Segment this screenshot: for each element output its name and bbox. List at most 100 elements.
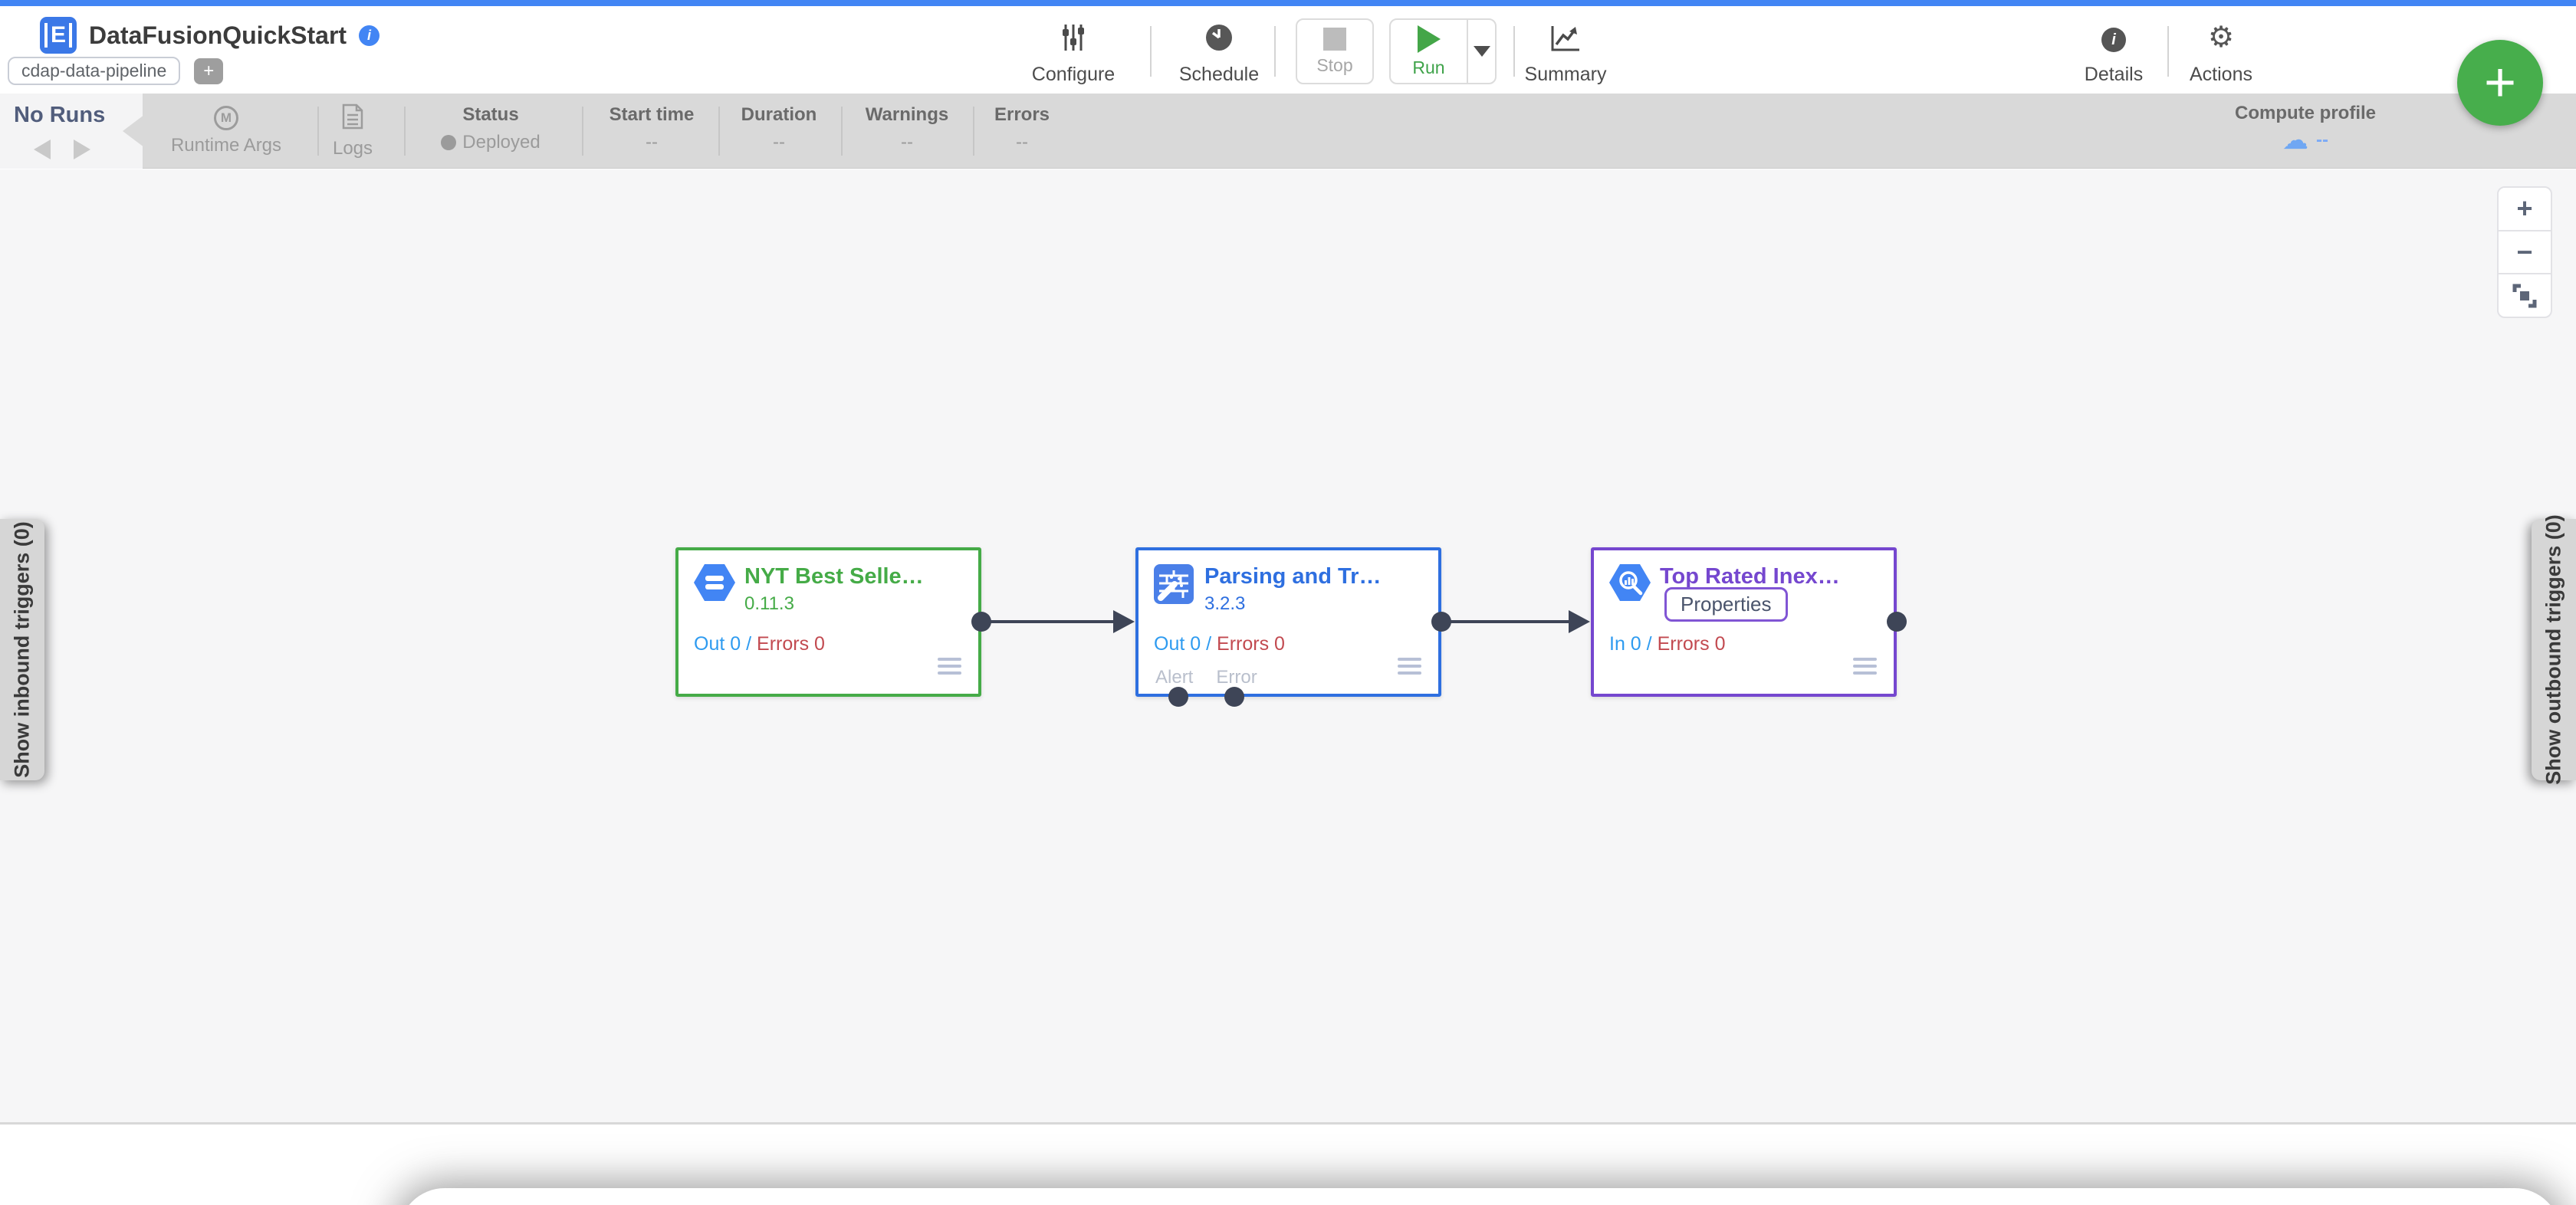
sliders-icon [1060,20,1087,52]
caret-down-icon [1473,46,1490,57]
configure-button[interactable]: Configure [1020,20,1127,86]
zoom-controls: + − [2497,186,2552,318]
info-circle-icon: i [2101,20,2126,52]
divider [2167,26,2169,77]
errors-metric[interactable]: Errors 0 [1217,633,1285,655]
connection-line [981,620,1116,623]
out-metric[interactable]: Out 0 [694,633,741,655]
schedule-button[interactable]: Schedule [1165,20,1273,86]
pipeline-type-tag: cdap-data-pipeline [8,57,181,85]
output-port[interactable] [1887,612,1907,632]
gcs-source-icon [694,564,735,605]
details-label: Details [2084,64,2144,85]
page-title: DataFusionQuickStart [89,21,347,49]
in-metric[interactable]: In 0 [1609,633,1641,655]
error-port[interactable] [1224,687,1244,707]
port-labels: Alert Error [1155,667,1257,688]
runs-count-label: No Runs [14,103,106,127]
duration-column: Duration -- [725,94,833,169]
inbound-triggers-tab[interactable]: Show inbound triggers (0) [0,519,44,780]
node-menu-button[interactable] [938,658,961,675]
cloud-icon: ☁ [2282,126,2308,155]
node-title: Top Rated Inex… [1660,564,1840,589]
zoom-in-button[interactable]: + [2516,192,2533,225]
run-button-group: Run [1389,18,1497,84]
divider [1150,26,1152,77]
out-metric[interactable]: Out 0 [1154,633,1201,655]
node-metrics: Out 0 / Errors 0 [1154,633,1285,655]
run-label: Run [1412,57,1445,77]
divider [973,107,974,156]
status-dot [441,135,457,150]
bigquery-sink-icon [1609,564,1651,605]
status-value: Deployed [462,132,540,153]
node-title: NYT Best Selle… [744,564,924,589]
actions-button[interactable]: ⚙ Actions [2171,20,2271,86]
output-port[interactable] [1431,612,1451,632]
next-run-button[interactable] [74,140,90,159]
bottom-panel-shadow [399,1188,2561,1205]
info-icon[interactable]: i [359,25,380,46]
warnings-value: -- [901,132,913,153]
compute-profile[interactable]: Compute profile ☁ -- [2221,94,2390,169]
connection-arrow [1113,610,1135,633]
gear-icon: ⚙ [2207,21,2235,54]
previous-run-button[interactable] [34,140,51,159]
add-entity-button[interactable]: + [2457,40,2543,126]
run-status-bar: No Runs M Runtime Args Logs [0,94,2576,169]
warnings-header: Warnings [865,104,949,125]
status-column: Status Deployed [437,94,544,169]
duration-value: -- [773,132,785,153]
alert-port-label: Alert [1155,667,1194,688]
play-icon [1417,25,1441,53]
m-circle-icon: M [214,106,238,130]
run-options-button[interactable] [1468,20,1495,83]
node-title: Parsing and Tr… [1204,564,1382,589]
details-button[interactable]: i Details [2064,20,2164,86]
summary-button[interactable]: Summary [1504,20,1627,86]
node-menu-button[interactable] [1853,658,1877,675]
divider [718,107,720,156]
errors-column: Errors -- [968,94,1076,169]
runtime-args-button[interactable]: M Runtime Args [165,94,288,169]
start-time-header: Start time [609,104,695,125]
logo-letter: E [50,22,66,48]
output-port[interactable] [971,612,991,632]
compute-profile-header: Compute profile [2235,103,2376,123]
top-accent-strip [0,0,2576,6]
node-transform[interactable]: Parsing and Tr… 3.2.3 Out 0 / Errors 0 A… [1135,547,1441,697]
duration-header: Duration [741,104,817,125]
summary-label: Summary [1524,64,1607,85]
stop-button[interactable]: Stop [1296,18,1374,84]
logs-button[interactable]: Logs [307,94,399,169]
connection-line [1441,620,1570,623]
zoom-out-button[interactable]: − [2499,229,2551,274]
node-sink[interactable]: Top Rated Inex… Properties In 0 / Errors… [1591,547,1897,697]
divider [404,107,406,156]
runtime-args-label: Runtime Args [170,135,282,156]
divider [1274,26,1276,77]
alert-port[interactable] [1168,687,1188,707]
runs-tab: No Runs [0,94,143,169]
chart-icon [1550,20,1581,52]
stop-label: Stop [1316,54,1353,75]
properties-button[interactable]: Properties [1664,587,1788,622]
actions-label: Actions [2190,64,2252,85]
divider [317,107,319,156]
divider [841,107,843,156]
error-port-label: Error [1216,667,1257,688]
add-tag-button[interactable]: + [194,57,224,84]
start-time-column: Start time -- [598,94,705,169]
errors-metric[interactable]: Errors 0 [1657,633,1726,655]
errors-value: -- [1016,132,1028,153]
node-source[interactable]: NYT Best Selle… 0.11.3 Out 0 / Errors 0 [675,547,981,697]
node-metrics: In 0 / Errors 0 [1609,633,1726,655]
fit-to-screen-button[interactable] [2499,273,2551,317]
canvas-bottom-border [0,1122,2576,1125]
inbound-triggers-label: Show inbound triggers (0) [10,521,34,778]
node-menu-button[interactable] [1398,658,1421,675]
outbound-triggers-tab[interactable]: Show outbound triggers (0) [2532,514,2576,785]
run-button[interactable]: Run [1391,20,1468,83]
errors-metric[interactable]: Errors 0 [757,633,825,655]
